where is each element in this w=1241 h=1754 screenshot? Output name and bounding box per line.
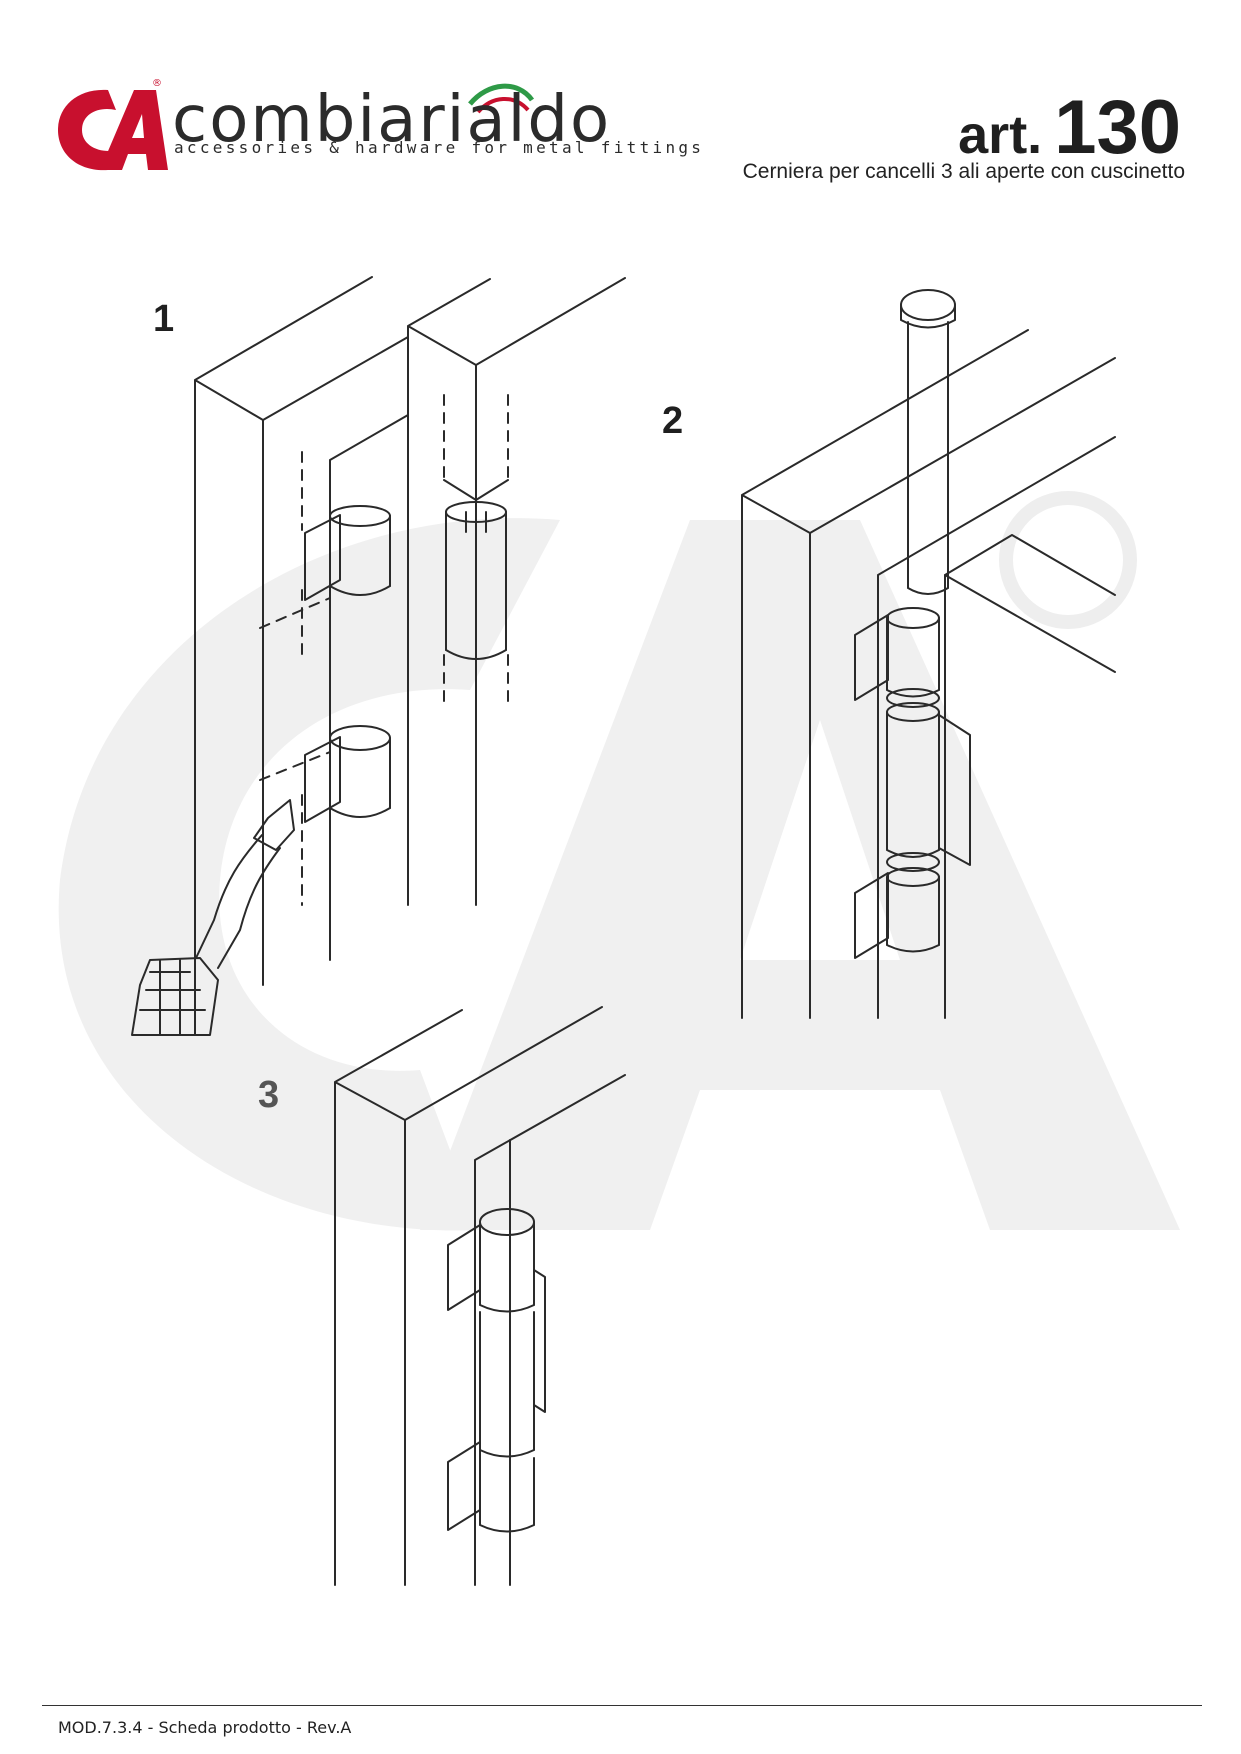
brand-tagline: accessories & hardware for metal fitting…	[174, 138, 705, 157]
brand-name: combiarialdo	[172, 83, 612, 157]
article-prefix: art.	[958, 105, 1043, 165]
footer-divider	[42, 1705, 1202, 1706]
step-number-3: 3	[258, 1074, 280, 1116]
product-description: Cerniera per cancelli 3 ali aperte con c…	[742, 160, 1185, 183]
flag-swoosh	[468, 83, 535, 106]
article-title: art.130	[958, 84, 1181, 171]
article-number: 130	[1054, 85, 1181, 170]
drawing-2	[741, 289, 1116, 1019]
step-number-2: 2	[662, 400, 684, 442]
drawing-1	[131, 276, 626, 1036]
monogram-c	[58, 89, 118, 171]
footer-text: MOD.7.3.4 - Scheda prodotto - Rev.A	[58, 1718, 352, 1737]
step-number-1: 1	[153, 298, 175, 340]
brand-logo: ®	[58, 78, 535, 171]
drawing-3	[334, 1006, 626, 1586]
svg-text:®: ®	[152, 78, 162, 89]
monogram-a	[100, 90, 168, 170]
